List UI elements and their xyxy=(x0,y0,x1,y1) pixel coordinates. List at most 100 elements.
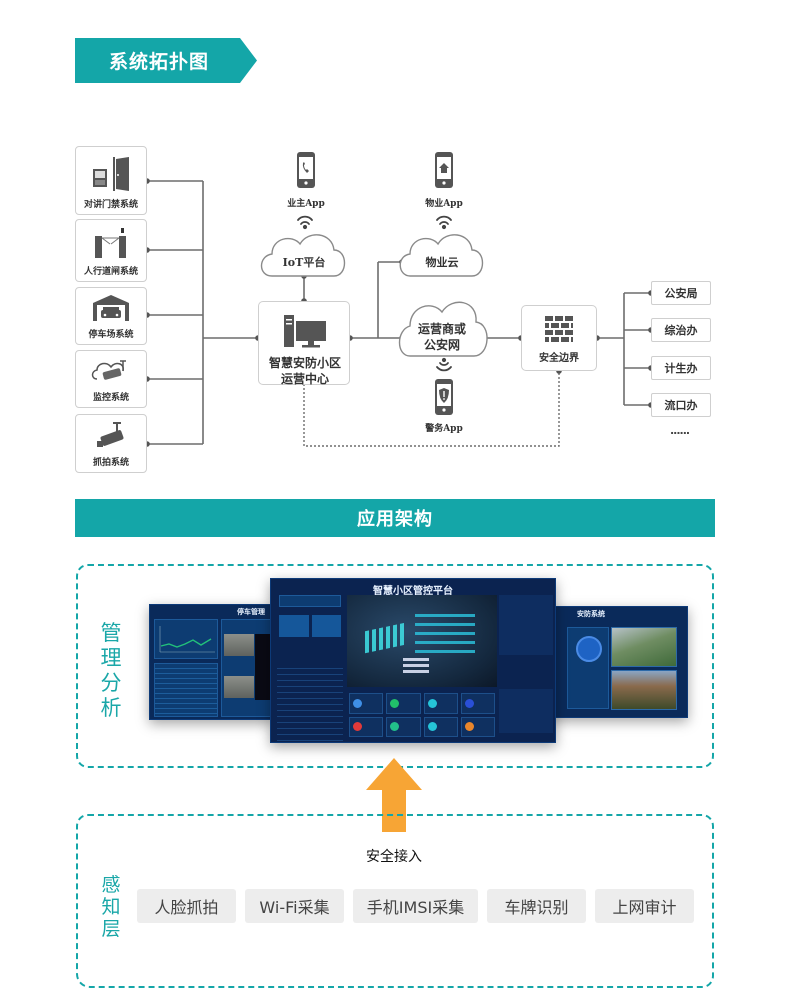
tile-icon[interactable] xyxy=(386,693,421,714)
iot-cloud-shape xyxy=(260,234,346,277)
perception-layer-panel xyxy=(76,814,714,988)
label-char: 层 xyxy=(101,918,121,940)
up-arrow-icon xyxy=(366,758,422,832)
smart-community-platform-screen: 智慧小区管控平台 xyxy=(270,578,556,743)
security-screen-title: 安防系统 xyxy=(577,609,605,618)
turnstile-gate-icon xyxy=(95,228,126,258)
phone-call-icon xyxy=(297,152,315,188)
tile-icon[interactable] xyxy=(423,716,458,737)
tile-icon[interactable] xyxy=(423,693,458,714)
owner-app-label: 业主App xyxy=(287,199,325,209)
carrier-network-line1: 运营商或 xyxy=(417,322,466,336)
label-char: 管 xyxy=(100,621,122,645)
function-tiles xyxy=(349,693,495,737)
iot-platform-label: IoT平台 xyxy=(282,256,326,269)
subsystem-turnstile: 人行道闸系统 xyxy=(75,219,147,282)
temperature-tile xyxy=(312,615,341,637)
carrier-cloud-shape xyxy=(398,301,488,357)
operations-center-line1: 智慧安防小区 xyxy=(268,356,341,370)
agency-floating-population: 流口办 xyxy=(651,393,711,417)
carrier-network-label: 运营商或 公安网 xyxy=(402,322,482,353)
phone-shield-icon xyxy=(435,379,453,415)
security-boundary-label: 安全边界 xyxy=(539,353,579,364)
ptz-control-panel xyxy=(567,627,609,709)
parking-management-screen: 停车管理 xyxy=(149,604,274,720)
cloud-camera-icon xyxy=(91,360,126,380)
subsystem-capture: 抓拍系统 xyxy=(75,414,147,473)
chip-internet-audit: 上网审计 xyxy=(595,889,694,923)
wifi-signal-owner xyxy=(297,215,313,230)
visitor-table xyxy=(277,663,343,741)
camera-feed-1 xyxy=(611,627,677,667)
agency-comprehensive: 综治办 xyxy=(651,318,711,342)
parking-garage-icon xyxy=(93,295,129,321)
label-char: 知 xyxy=(101,896,121,918)
subsystem-label: 对讲门禁系统 xyxy=(83,200,138,210)
platform-screen-title: 智慧小区管控平台 xyxy=(373,586,453,597)
operations-center-label: 智慧安防小区 运营中心 xyxy=(250,356,360,387)
label-char: 理 xyxy=(100,646,122,670)
camera-feed-2 xyxy=(611,670,677,710)
wifi-signal-property xyxy=(436,215,452,230)
access-log-panel xyxy=(499,689,553,733)
label-char: 析 xyxy=(100,696,122,720)
capture-camera-icon xyxy=(97,422,124,447)
city-3d-view xyxy=(347,595,497,687)
perception-layer-label: 感 知 层 xyxy=(99,874,123,940)
parking-chart-panel xyxy=(154,619,218,659)
police-app-label: 警务App xyxy=(425,424,463,434)
tile-icon[interactable] xyxy=(349,693,384,714)
intercom-door-icon xyxy=(93,157,129,191)
subsystem-monitoring: 监控系统 xyxy=(75,350,147,408)
subsystem-label: 人行道闸系统 xyxy=(83,267,138,277)
weather-tile xyxy=(279,615,309,637)
user-info-panel xyxy=(279,595,341,607)
car-photo xyxy=(224,634,254,656)
subsystem-label: 抓拍系统 xyxy=(92,458,129,468)
tile-icon[interactable] xyxy=(460,693,495,714)
property-app-label: 物业App xyxy=(425,199,463,209)
subsystem-label: 监控系统 xyxy=(92,393,129,403)
property-cloud-shape xyxy=(399,234,484,277)
plate-panel xyxy=(255,634,271,700)
car-photo xyxy=(224,676,254,698)
architecture-section-header: 应用架构 xyxy=(75,499,715,537)
secure-access-label: 安全接入 xyxy=(366,849,422,865)
parking-trend-chart xyxy=(159,626,215,653)
more-agencies-ellipsis: ...... xyxy=(670,424,690,437)
property-cloud-label: 物业云 xyxy=(425,256,459,269)
agency-family-planning: 计生办 xyxy=(651,356,711,380)
security-system-screen: 安防系统 xyxy=(540,606,688,718)
tile-icon[interactable] xyxy=(386,716,421,737)
wifi-signal-police xyxy=(436,357,452,372)
parking-screen-title: 停车管理 xyxy=(237,607,265,616)
chip-wifi-collection: Wi-Fi采集 xyxy=(245,889,344,923)
architecture-section-title: 应用架构 xyxy=(357,509,433,530)
topology-section-header: 系统拓扑图 xyxy=(75,38,257,83)
topology-connectors xyxy=(144,178,654,447)
server-monitor-icon xyxy=(284,315,326,348)
topology-section-title: 系统拓扑图 xyxy=(109,51,210,73)
operations-center-node xyxy=(258,301,350,385)
parking-table-panel xyxy=(154,663,218,717)
carrier-network-line2: 公安网 xyxy=(423,337,460,352)
subsystem-parking: 停车场系统 xyxy=(75,287,147,345)
subsystem-intercom: 对讲门禁系统 xyxy=(75,146,147,215)
notice-panel xyxy=(499,595,553,655)
label-char: 感 xyxy=(101,874,121,896)
operations-center-line2: 运营中心 xyxy=(280,371,329,386)
ptz-dial[interactable] xyxy=(576,636,602,662)
tile-icon[interactable] xyxy=(460,716,495,737)
label-char: 分 xyxy=(100,671,122,695)
management-layer-label: 管 理 分 析 xyxy=(99,621,123,721)
subsystem-label: 停车场系统 xyxy=(88,330,134,340)
topology-diagram: 对讲门禁系统 人行道闸系统 停车场系统 监控系统 抓拍系统 xyxy=(0,0,790,490)
perception-chips: 人脸抓拍 Wi-Fi采集 手机IMSI采集 车牌识别 上网审计 xyxy=(137,889,694,923)
phone-home-icon xyxy=(435,152,453,188)
chip-imsi-collection: 手机IMSI采集 xyxy=(353,889,478,923)
tile-icon[interactable] xyxy=(349,716,384,737)
parking-snapshot-panel xyxy=(221,619,271,717)
firewall-icon xyxy=(545,316,573,342)
chip-plate-recognition: 车牌识别 xyxy=(487,889,586,923)
chip-face-capture: 人脸抓拍 xyxy=(137,889,236,923)
